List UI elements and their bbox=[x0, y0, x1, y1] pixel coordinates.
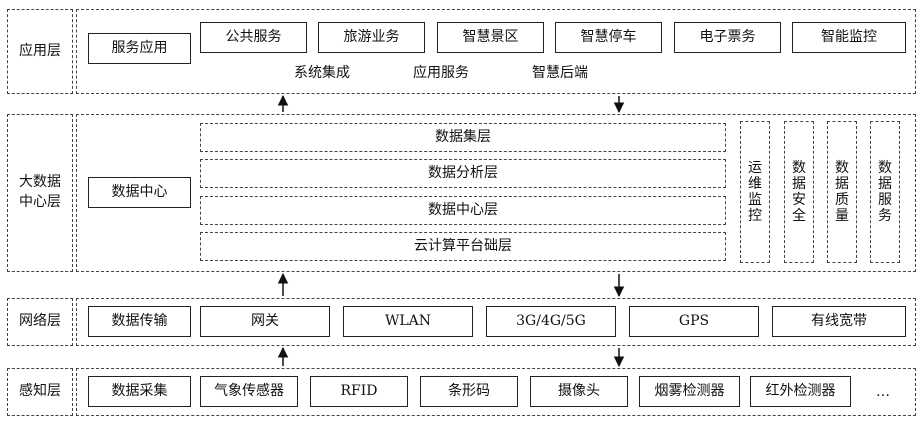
bigdata-layer-label-line2: 中心层 bbox=[19, 194, 61, 210]
network-layer-label-frame: 网络层 bbox=[7, 298, 73, 346]
application-service-label: 应用服务 bbox=[413, 65, 469, 81]
smart-backend-label: 智慧后端 bbox=[532, 65, 588, 81]
tourism-business-box: 旅游业务 bbox=[318, 22, 425, 53]
data-quality-box: 数据质量 bbox=[827, 121, 857, 263]
barcode-box: 条形码 bbox=[420, 376, 518, 407]
bigdata-layer-label-frame: 大数据 中心层 bbox=[7, 114, 73, 272]
application-layer-frame bbox=[76, 9, 916, 94]
public-service-box: 公共服务 bbox=[200, 22, 307, 53]
system-integration-label: 系统集成 bbox=[294, 65, 350, 81]
e-ticket-box: 电子票务 bbox=[674, 22, 781, 53]
data-analysis-layer-box: 数据分析层 bbox=[200, 159, 726, 188]
service-app-box: 服务应用 bbox=[88, 33, 191, 64]
ops-monitor-label: 运维监控 bbox=[748, 159, 762, 225]
data-center-layer-box: 数据中心层 bbox=[200, 196, 726, 225]
perception-layer-label: 感知层 bbox=[19, 383, 61, 400]
bigdata-layer-label-line1: 大数据 bbox=[19, 174, 61, 191]
wlan-box: WLAN bbox=[343, 306, 473, 337]
cloud-platform-layer-box: 云计算平台础层 bbox=[200, 232, 726, 261]
gateway-box: 网关 bbox=[200, 306, 330, 337]
perception-layer-label-frame: 感知层 bbox=[7, 368, 73, 416]
dataset-layer-box: 数据集层 bbox=[200, 123, 726, 152]
cellular-box: 3G/4G/5G bbox=[486, 306, 616, 337]
data-security-label: 数据安全 bbox=[792, 159, 806, 225]
smart-parking-box: 智慧停车 bbox=[555, 22, 662, 53]
camera-box: 摄像头 bbox=[530, 376, 628, 407]
perception-layer-frame bbox=[76, 368, 916, 416]
smart-monitor-box: 智能监控 bbox=[792, 22, 906, 53]
network-layer-frame bbox=[76, 298, 916, 346]
data-quality-label: 数据质量 bbox=[835, 159, 849, 225]
gps-box: GPS bbox=[629, 306, 759, 337]
application-layer-label: 应用层 bbox=[19, 42, 61, 59]
data-security-box: 数据安全 bbox=[784, 121, 814, 263]
data-transfer-box: 数据传输 bbox=[88, 306, 191, 337]
wired-broadband-box: 有线宽带 bbox=[772, 306, 906, 337]
smoke-detector-box: 烟雾检测器 bbox=[639, 376, 740, 407]
application-layer-label-frame: 应用层 bbox=[7, 9, 73, 94]
infrared-detector-box: 红外检测器 bbox=[750, 376, 851, 407]
data-collection-box: 数据采集 bbox=[88, 376, 191, 407]
data-service-box: 数据服务 bbox=[870, 121, 900, 263]
smart-scenic-box: 智慧景区 bbox=[437, 22, 544, 53]
ops-monitor-box: 运维监控 bbox=[740, 121, 770, 263]
bigdata-layer-frame bbox=[76, 114, 916, 272]
data-service-label: 数据服务 bbox=[878, 159, 892, 225]
network-layer-label: 网络层 bbox=[19, 313, 61, 330]
rfid-box: RFID bbox=[310, 376, 408, 407]
more-items-ellipsis: … bbox=[876, 384, 890, 400]
weather-sensor-box: 气象传感器 bbox=[200, 376, 298, 407]
data-center-box: 数据中心 bbox=[88, 177, 191, 208]
